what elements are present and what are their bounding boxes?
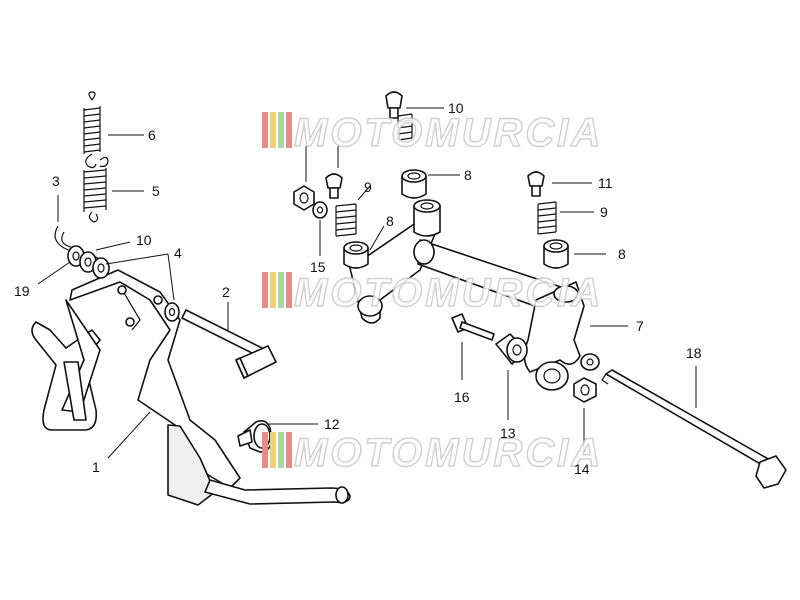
callout-label-16: 16	[454, 389, 470, 405]
watermark-stripe	[278, 272, 284, 308]
watermark-stripe	[270, 112, 276, 148]
callout-label-3: 3	[52, 173, 60, 189]
callout-label-14: 14	[574, 461, 590, 477]
callout-label-18: 18	[686, 345, 702, 361]
callout-label-8a: 8	[464, 167, 472, 183]
watermark-text: MOTOMURCIA	[294, 431, 603, 475]
watermark-stripe	[286, 112, 292, 148]
callout-label-10b: 11	[598, 175, 613, 191]
callout-label-9a: 9	[364, 179, 372, 195]
callout-label-15: 15	[310, 259, 326, 275]
callout-label-9b: 9	[600, 204, 608, 220]
watermark-row-1: MOTOMURCIA	[262, 110, 603, 156]
bracket-part-7	[349, 219, 585, 391]
callout-label-7: 7	[636, 318, 644, 334]
watermark-stripe	[286, 272, 292, 308]
callout-label-5: 5	[152, 183, 160, 199]
callout-label-19: 19	[14, 283, 30, 299]
callout-label-10a: 10	[448, 100, 464, 116]
leader-lines	[37, 107, 697, 459]
spring-part-5	[83, 156, 109, 223]
bushings-part-8	[343, 169, 569, 269]
watermark-row-3: MOTOMURCIA	[262, 430, 603, 476]
callout-label-13: 10	[136, 232, 152, 248]
spring-part-6	[83, 91, 101, 169]
nut-part-14	[573, 353, 600, 403]
split-pin-part-3	[54, 225, 99, 263]
watermark-row-2: MOTOMURCIA	[262, 270, 603, 316]
bolt-part-16	[451, 313, 495, 341]
watermark-text: MOTOMURCIA	[294, 111, 603, 155]
watermark-text: MOTOMURCIA	[294, 271, 603, 315]
callout-label-8b: 8	[386, 213, 394, 229]
watermark-stripe	[270, 432, 276, 468]
buttons-part-10	[325, 91, 545, 199]
callout-label-8c: 8	[618, 246, 626, 262]
small-springs-part-9	[335, 113, 557, 237]
callout-label-4: 4	[174, 245, 182, 261]
callout-label-6: 6	[148, 127, 156, 143]
watermark-stripe	[270, 272, 276, 308]
watermark-stripe	[262, 112, 268, 148]
watermark-stripe	[262, 432, 268, 468]
callout-labels: 6 5 3 10 4 19 2 1 12 10 8 9 8 15 11 9 8 …	[14, 100, 702, 477]
watermark-stripe	[278, 112, 284, 148]
nut-washer-part-15	[293, 185, 328, 219]
bushing-part-11	[495, 333, 528, 365]
long-bolt-part-18	[601, 369, 787, 489]
watermark-stripe	[278, 432, 284, 468]
callout-label-2: 2	[222, 284, 230, 300]
pin-part-2	[181, 309, 277, 379]
washers	[67, 245, 180, 322]
callout-label-12: 12	[324, 416, 340, 432]
watermark-stripe	[286, 432, 292, 468]
main-stand	[31, 269, 351, 506]
callout-label-1: 1	[92, 459, 100, 475]
callout-label-11: 13	[500, 425, 516, 441]
watermark-stripe	[262, 272, 268, 308]
